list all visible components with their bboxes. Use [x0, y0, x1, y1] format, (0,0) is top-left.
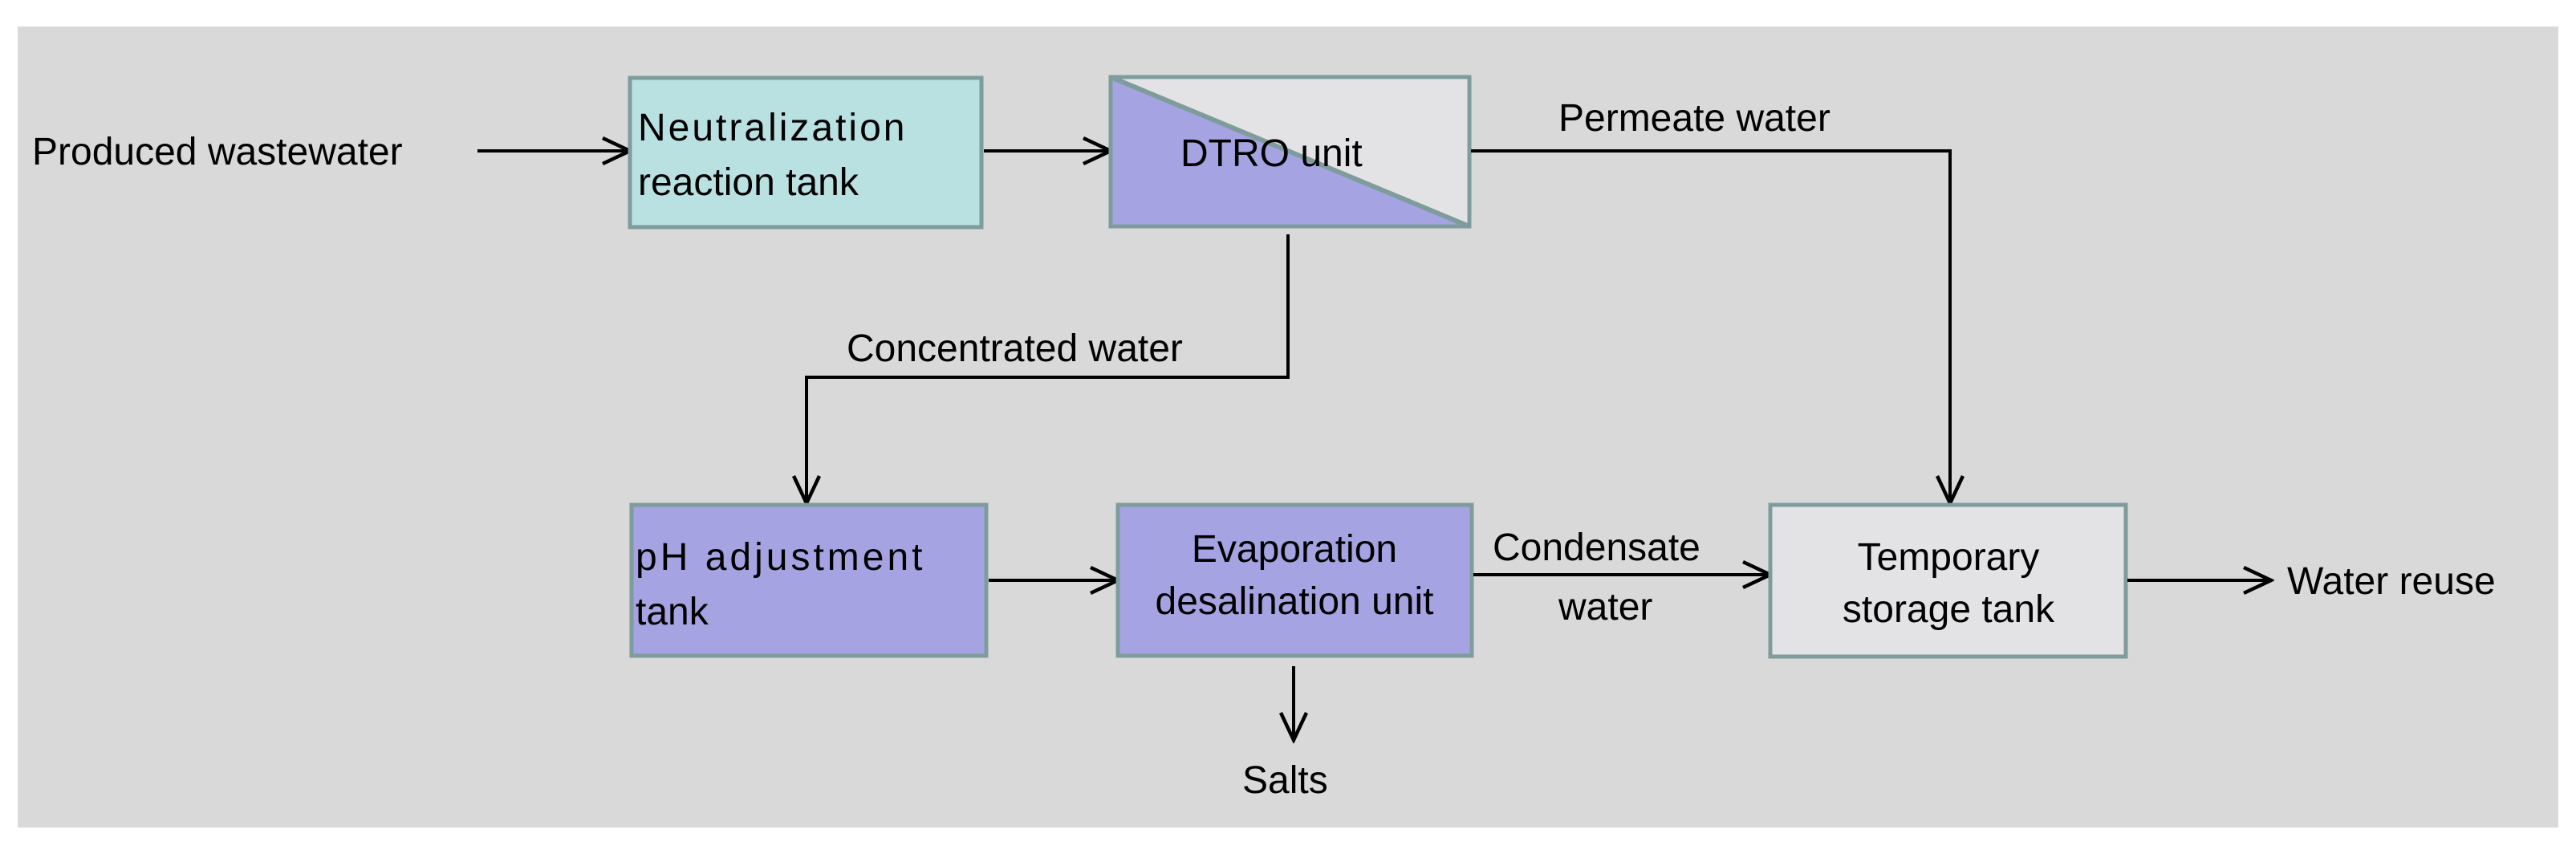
- temporary-storage-tank-box: [1768, 502, 2128, 659]
- salts-label: Salts: [1242, 759, 1328, 802]
- dtro-unit-label: DTRO unit: [1180, 132, 1363, 175]
- arrow-permeate-to-storage: [1471, 149, 1950, 503]
- concentrated-water-label: Concentrated water: [847, 327, 1183, 370]
- ph-adjustment-tank-line1: pH adjustment: [636, 536, 926, 579]
- ph-adjustment-tank-line2: tank: [636, 591, 709, 633]
- neutralization-tank-line1: Neutralization: [638, 107, 907, 149]
- evaporation-unit-line2: desalination unit: [1156, 580, 1434, 623]
- condensate-water-label-line1: Condensate: [1493, 527, 1700, 569]
- evaporation-unit-box: [1115, 502, 1474, 658]
- dtro-unit-box: [1108, 75, 1472, 229]
- temporary-storage-tank-line2: storage tank: [1843, 588, 2055, 631]
- evaporation-unit-line1: Evaporation: [1192, 528, 1397, 571]
- arrow-concentrate-to-ph: [807, 234, 1290, 503]
- dtro-membrane-line: [1109, 75, 1471, 229]
- condensate-water-label-line2: water: [1558, 586, 1652, 628]
- neutralization-tank-line2: reaction tank: [638, 161, 859, 204]
- water-reuse-label: Water reuse: [2287, 560, 2496, 603]
- permeate-water-label: Permeate water: [1558, 97, 1830, 140]
- temporary-storage-tank-line1: Temporary: [1858, 536, 2040, 579]
- neutralization-tank-box: [628, 75, 984, 230]
- ph-adjustment-tank-box: [629, 502, 989, 658]
- produced-wastewater-label: Produced wastewater: [32, 131, 403, 173]
